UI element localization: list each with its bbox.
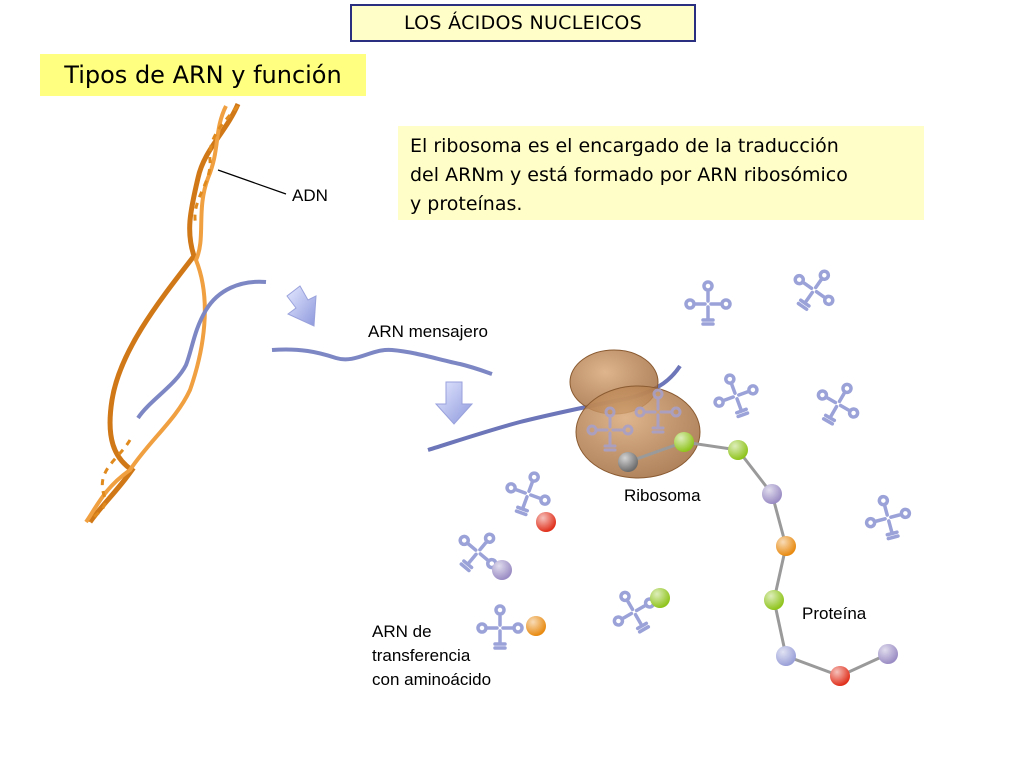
label-ribosoma: Ribosoma xyxy=(624,486,701,505)
slide-title: Tipos de ARN y función xyxy=(40,54,366,96)
rna-transcript-strand xyxy=(136,279,267,420)
adn-pointer-line xyxy=(217,169,287,195)
protein-chain xyxy=(618,432,898,686)
info-box: El ribosoma es el encargado de la traduc… xyxy=(398,126,924,220)
info-line-2: del ARNm y está formado por ARN ribosómi… xyxy=(410,164,848,186)
section-header-text: LOS ÁCIDOS NUCLEICOS xyxy=(403,12,643,34)
slide-title-text: Tipos de ARN y función xyxy=(64,61,342,89)
arrow-down-icon xyxy=(434,381,474,425)
info-line-1: El ribosoma es el encargado de la traduc… xyxy=(410,135,839,157)
trna-with-aminoacid-group xyxy=(446,464,670,650)
trna-5 xyxy=(859,489,917,545)
trna-2 xyxy=(782,257,847,321)
trna-3 xyxy=(706,366,766,425)
info-line-3: y proteínas. xyxy=(410,193,523,215)
label-arnt-line-3: con aminoácido xyxy=(372,670,492,689)
label-arn-transferencia: ARN de transferencia con aminoácido xyxy=(372,620,491,692)
trna-4 xyxy=(807,372,870,435)
mrna-strand xyxy=(271,347,493,376)
trna-1 xyxy=(684,280,732,326)
dna-double-helix xyxy=(84,103,241,524)
label-arn-mensajero: ARN mensajero xyxy=(368,322,488,341)
label-arnt-line-2: transferencia xyxy=(372,646,471,665)
label-adn: ADN xyxy=(292,186,328,205)
label-proteina: Proteína xyxy=(802,604,867,623)
section-header: LOS ÁCIDOS NUCLEICOS xyxy=(350,4,696,42)
free-trna-group xyxy=(684,257,917,545)
arrow-down-right-icon xyxy=(286,285,317,327)
label-arnt-line-1: ARN de xyxy=(372,622,432,641)
